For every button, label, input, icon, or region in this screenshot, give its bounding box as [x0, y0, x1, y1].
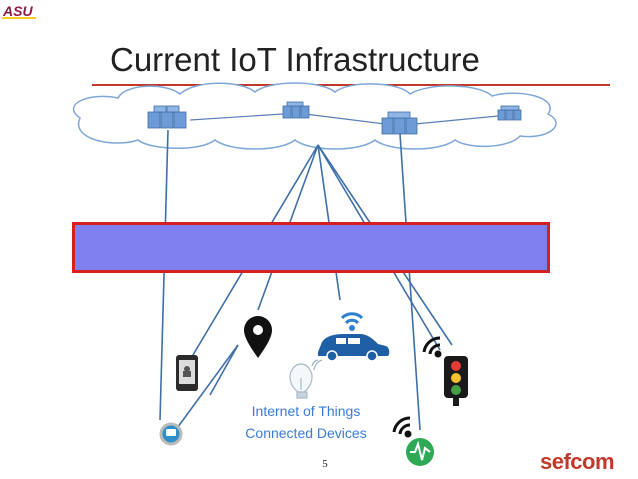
server-icon — [282, 101, 310, 119]
slide-title: Current IoT Infrastructure — [110, 41, 480, 78]
server-icon — [381, 111, 418, 135]
lightbulb-icon — [289, 359, 323, 399]
caption: Internet of Things Connected Devices — [226, 400, 386, 444]
smartphone-icon — [176, 355, 198, 391]
wifi-icon — [392, 416, 412, 438]
server-icon — [147, 105, 187, 129]
asu-logo: ASU — [2, 3, 36, 19]
traffic-light-icon — [422, 336, 468, 406]
highlight-banner — [72, 222, 550, 273]
server-icon — [497, 105, 522, 121]
chat-device-icon — [159, 422, 183, 446]
wifi-icon — [422, 336, 442, 358]
location-pin-icon — [244, 316, 272, 358]
sefcom-logo: sefcom — [540, 448, 634, 476]
svg-text:ASU: ASU — [2, 3, 33, 19]
wifi-icon — [340, 312, 364, 331]
connected-car-icon — [318, 312, 390, 362]
page-number: 5 — [322, 458, 328, 470]
caption-line-1: Internet of Things — [251, 403, 361, 419]
caption-line-2: Connected Devices — [245, 425, 367, 441]
cloud-icon — [72, 82, 557, 150]
sefcom-logo-text: sefcom — [540, 449, 615, 474]
activity-monitor-icon — [392, 416, 434, 466]
